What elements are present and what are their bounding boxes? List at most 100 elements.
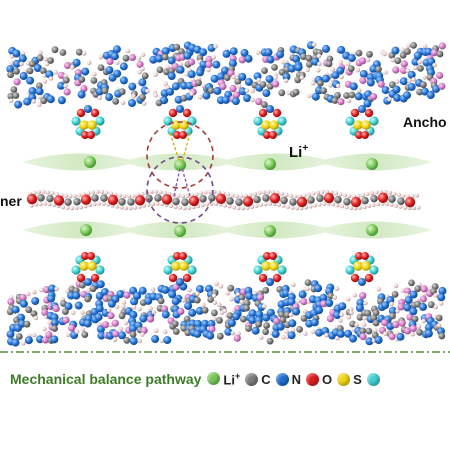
hydrogen-atom — [92, 202, 97, 207]
hydrogen-atom — [187, 206, 191, 210]
hydrogen-atom — [387, 96, 392, 102]
hydrogen-atom — [91, 190, 95, 195]
nitrogen-atom — [111, 295, 120, 303]
hydrogen-atom — [31, 332, 37, 338]
nitrogen-atom — [167, 56, 176, 65]
nitrogen-atom — [119, 62, 128, 71]
nitrogen-atom — [116, 290, 125, 298]
hydrogen-atom — [54, 286, 59, 292]
boron-atom — [430, 49, 438, 57]
boron-atom — [238, 56, 246, 64]
fluorine-atom — [95, 265, 105, 275]
hydrogen-atom — [268, 201, 272, 206]
nitrogen-atom — [19, 299, 28, 308]
hydrogen-atom — [383, 70, 388, 75]
polymer-chain — [26, 189, 421, 211]
nitrogen-atom — [174, 95, 183, 104]
hydrogen-atom — [86, 191, 91, 196]
nitrogen-atom — [210, 74, 219, 83]
hydrogen-atom — [388, 190, 392, 195]
carbon-atom — [195, 79, 202, 87]
carbon-atom — [307, 196, 315, 204]
oxygen-atom — [272, 108, 282, 118]
fluorine-atom — [253, 265, 263, 275]
nitrogen-atom — [426, 91, 435, 99]
hydrogen-atom — [63, 83, 68, 89]
hydrogen-atom — [266, 189, 271, 194]
nitrogen-atom — [187, 70, 196, 79]
oxygen-atom — [350, 273, 360, 283]
carbon-atom — [201, 306, 209, 314]
hydrogen-atom — [334, 286, 340, 292]
hydrogen-atom — [348, 306, 354, 312]
hydrogen-atom — [416, 205, 421, 210]
hydrogen-atom — [397, 192, 401, 197]
carbon-atom — [255, 320, 262, 328]
carbon-atom — [127, 198, 135, 206]
carbon-atom — [154, 194, 162, 202]
hydrogen-atom — [310, 329, 316, 335]
hydrogen-atom — [405, 68, 411, 74]
hydrogen-atom — [376, 202, 380, 207]
nitrogen-atom — [176, 278, 184, 286]
hydrogen-atom — [344, 205, 349, 210]
hydrogen-atom — [335, 203, 340, 208]
hydrogen-atom — [339, 74, 344, 80]
hydrogen-atom — [68, 194, 73, 199]
hydrogen-atom — [325, 189, 329, 194]
carbon-atom — [253, 195, 261, 204]
hydrogen-atom — [259, 202, 263, 207]
nitrogen-atom — [50, 318, 59, 327]
hydrogen-atom — [303, 331, 308, 336]
nitrogen-atom — [128, 99, 136, 107]
carbon-atom — [356, 314, 364, 321]
boron-atom — [409, 324, 417, 333]
hydrogen-atom — [302, 193, 307, 198]
nitrogen-atom — [47, 294, 56, 303]
boron-atom — [128, 53, 136, 62]
hydrogen-atom — [367, 204, 371, 208]
hydrogen-atom — [295, 298, 301, 304]
hydrogen-atom — [280, 191, 284, 196]
hydrogen-atom — [121, 304, 126, 309]
hydrogen-atom — [406, 78, 412, 84]
hydrogen-atom — [250, 97, 255, 103]
boron-atom — [63, 88, 71, 96]
nitrogen-atom — [119, 76, 128, 85]
oxygen-atom — [26, 193, 38, 205]
hydrogen-atom — [70, 310, 76, 316]
nitrogen-atom — [161, 310, 170, 319]
polymer-li-circle — [146, 156, 214, 224]
fluorine-atom — [345, 116, 355, 126]
nitrogen-atom — [171, 297, 180, 306]
oxygen-atom — [87, 131, 95, 139]
carbon-atom — [112, 98, 120, 105]
hydrogen-atom — [70, 206, 74, 211]
nitrogen-atom — [222, 49, 231, 58]
nitrogen-atom — [315, 306, 324, 315]
oxygen-atom — [90, 273, 100, 283]
boron-atom — [147, 315, 155, 323]
fluorine-atom — [253, 116, 263, 126]
hydrogen-atom — [92, 71, 97, 77]
carbon-atom — [289, 198, 297, 206]
hydrogen-atom — [389, 301, 394, 307]
hydrogen-atom — [250, 88, 256, 94]
hydrogen-atom — [25, 291, 31, 297]
carbon-atom — [436, 50, 444, 58]
hydrogen-atom — [114, 304, 120, 310]
nitrogen-atom — [322, 44, 330, 53]
carbon-atom — [145, 194, 153, 203]
hydrogen-atom — [254, 203, 259, 208]
hydrogen-atom — [376, 286, 382, 292]
hydrogen-atom — [151, 202, 155, 206]
nitrogen-atom — [271, 330, 280, 338]
oxygen-atom — [81, 131, 89, 139]
hydrogen-atom — [213, 44, 218, 49]
hydrogen-atom — [48, 76, 54, 81]
fluorine-atom — [277, 265, 287, 275]
carbon-atom — [296, 326, 303, 333]
nitrogen-atom — [106, 331, 114, 340]
hydrogen-atom — [417, 59, 422, 65]
carbon-atom — [260, 101, 268, 108]
